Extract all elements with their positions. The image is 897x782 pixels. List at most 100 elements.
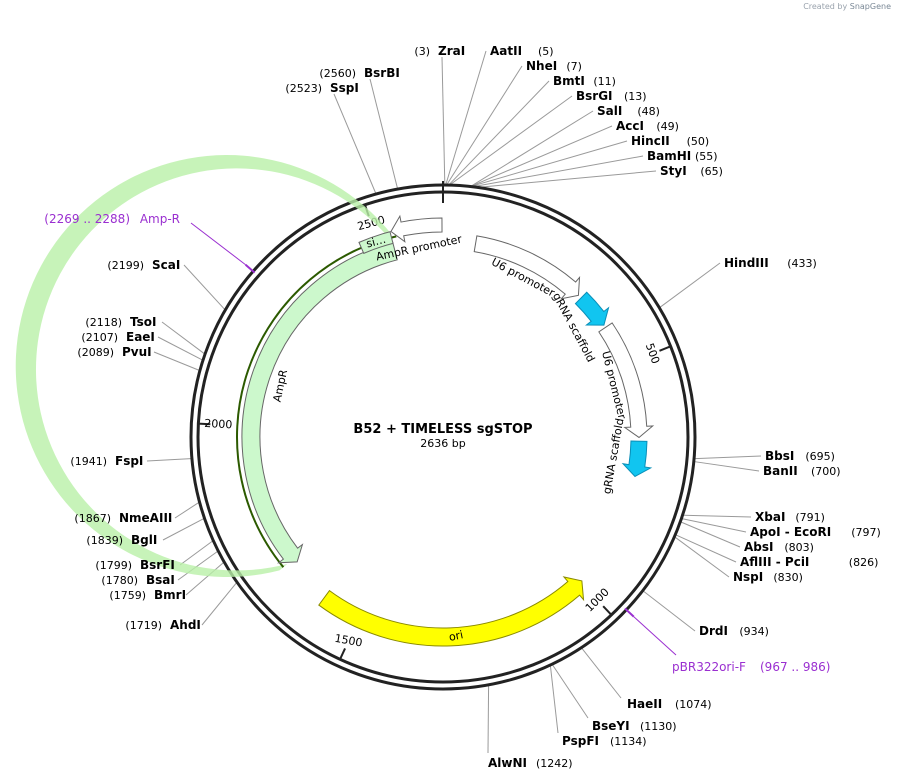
primer-pbr322ori-f[interactable]: pBR322ori-F(967 .. 986) [624,607,830,674]
site-bsrfi[interactable]: BsrFI(1799) [95,558,174,572]
site-tsoi[interactable]: TsoI(2118) [85,315,156,329]
site-scai[interactable]: ScaI(2199) [107,258,180,272]
site-acci[interactable]: AccI(49) [616,119,679,133]
site-name: BbsI [765,449,794,463]
primer-mark [244,263,256,274]
site-fspi[interactable]: FspI(1941) [70,454,143,468]
site-leader-fspi [146,458,191,462]
site-styi[interactable]: StyI(65) [660,164,723,178]
site-name: NmeAIII [119,511,172,525]
site-bamhi[interactable]: BamHI(55) [647,149,718,163]
site-leader-sali [471,110,594,187]
plasmid-name: B52 + TIMELESS sgSTOP [353,422,532,437]
site-bseyi[interactable]: BseYI (1130) [592,719,677,733]
site-sspi[interactable]: SspI(2523) [285,81,358,95]
site-leader-hincii [472,140,628,187]
tick-label-1500: 1500 [334,632,364,650]
primer-mark [624,607,635,618]
site-name: XbaI [755,510,785,524]
site-position: (1242) [536,757,573,770]
site-position: (49) [656,120,679,133]
site-bsrgi[interactable]: BsrGI(13) [576,89,647,103]
site-pspfi[interactable]: PspFI(1134) [562,734,647,748]
site-position: (1759) [109,589,146,602]
feature-arrow-signal[interactable] [358,231,394,255]
feature-arrow-AmpR-promoter[interactable] [390,214,443,243]
site-name: HaeII [627,697,662,711]
feature-signal[interactable]: si… [358,231,394,255]
site-position: (934) [739,625,769,638]
site-leader-bseyi [552,664,589,719]
feature-arrow-U6-promoter-1[interactable] [473,235,581,300]
site-bsai[interactable]: BsaI(1780) [101,573,174,587]
center-title: B52 + TIMELESS sgSTOP 2636 bp [353,422,532,450]
site-bbsi[interactable]: BbsI(695) [765,449,835,463]
site-aatii[interactable]: AatII(5) [490,44,554,58]
site-position: (48) [637,105,660,118]
site-ahdi[interactable]: AhdI(1719) [125,618,200,632]
feature-arrow-AmpR[interactable] [241,241,398,564]
site-hincii[interactable]: HincII(50) [631,134,709,148]
site-bsrbi[interactable]: BsrBI(2560) [319,66,399,80]
site-position: (13) [624,90,647,103]
site-name: AflIII - PciI [740,555,809,569]
site-position: (3) [414,45,430,58]
site-hindiii[interactable]: HindIII(433) [724,256,817,270]
site-eaei[interactable]: EaeI(2107) [81,330,154,344]
site-apoi-ecori[interactable]: ApoI - EcoRI(797) [750,525,881,539]
feature-U6-promoter-1[interactable]: U6 promoter [473,235,581,300]
site-position: (1074) [675,698,712,711]
site-name: PvuI [122,345,152,359]
primers: (2269 .. 2288)Amp-R pBR322ori-F(967 .. 98… [44,212,830,674]
site-xbai[interactable]: XbaI(791) [755,510,825,524]
site-position: (1130) [640,720,677,733]
site-position: (65) [700,165,723,178]
site-position: (1719) [125,619,162,632]
site-leader-ahdi [201,582,237,626]
site-bmri[interactable]: BmrI(1759) [109,588,186,602]
site-name: AlwNI [488,756,527,770]
site-name: NspI [733,570,763,584]
site-leader-bamhi [475,155,644,187]
site-name: BseYI [592,719,630,733]
site-alwni[interactable]: AlwNI (1242) [488,756,573,770]
site-leader-aatii [445,50,487,185]
tick-mark-500 [659,345,671,352]
feature-arrow-gRNA-scaffold-2[interactable] [621,440,653,478]
site-name: ApoI - EcoRI [750,525,831,539]
site-leader-bbsi [695,455,762,460]
snapgene-credit: Created by SnapGene [803,2,891,11]
site-position: (11) [593,75,616,88]
site-haeii[interactable]: HaeII (1074) [627,697,712,711]
site-position: (803) [784,541,814,554]
site-banii[interactable]: BanII(700) [763,464,841,478]
site-nspi[interactable]: NspI(830) [733,570,803,584]
site-drdi[interactable]: DrdI(934) [699,624,769,638]
site-absi[interactable]: AbsI(803) [744,540,814,554]
site-zrai[interactable]: ZraI(3) [414,44,465,58]
feature-arrow-gRNA-scaffold-1[interactable] [574,291,610,326]
site-leader-nspi [674,536,730,578]
site-name: SspI [330,81,359,95]
feature-arrow-ori[interactable] [318,576,585,647]
primer-range: (967 .. 986) [760,660,830,674]
site-leader-eaei [157,336,203,361]
tick-mark-1500 [339,647,346,660]
site-position: (2089) [77,346,114,359]
ampr-primer-line [236,235,397,568]
site-pvui[interactable]: PvuI (2089) [77,345,151,359]
tick-mark-1000 [602,605,613,616]
credit-prefix: Created by [803,2,848,11]
site-leader-haeii [581,648,622,699]
site-position: (433) [787,257,817,270]
site-bmti[interactable]: BmtI(11) [553,74,616,88]
site-afliii-pcii[interactable]: AflIII - PciI(826) [740,555,878,569]
primer-amp-r[interactable]: (2269 .. 2288)Amp-R [44,212,256,274]
site-bgli[interactable]: BglI(1839) [86,533,157,547]
feature-arrow-U6-promoter-2[interactable] [598,322,655,439]
site-sali[interactable]: SalI(48) [597,104,660,118]
site-leader-zrai [441,56,446,185]
site-nmeaiii[interactable]: NmeAIII(1867) [74,511,172,525]
feature-ori[interactable]: ori [318,576,585,647]
site-nhei[interactable]: NheI(7) [526,59,582,73]
